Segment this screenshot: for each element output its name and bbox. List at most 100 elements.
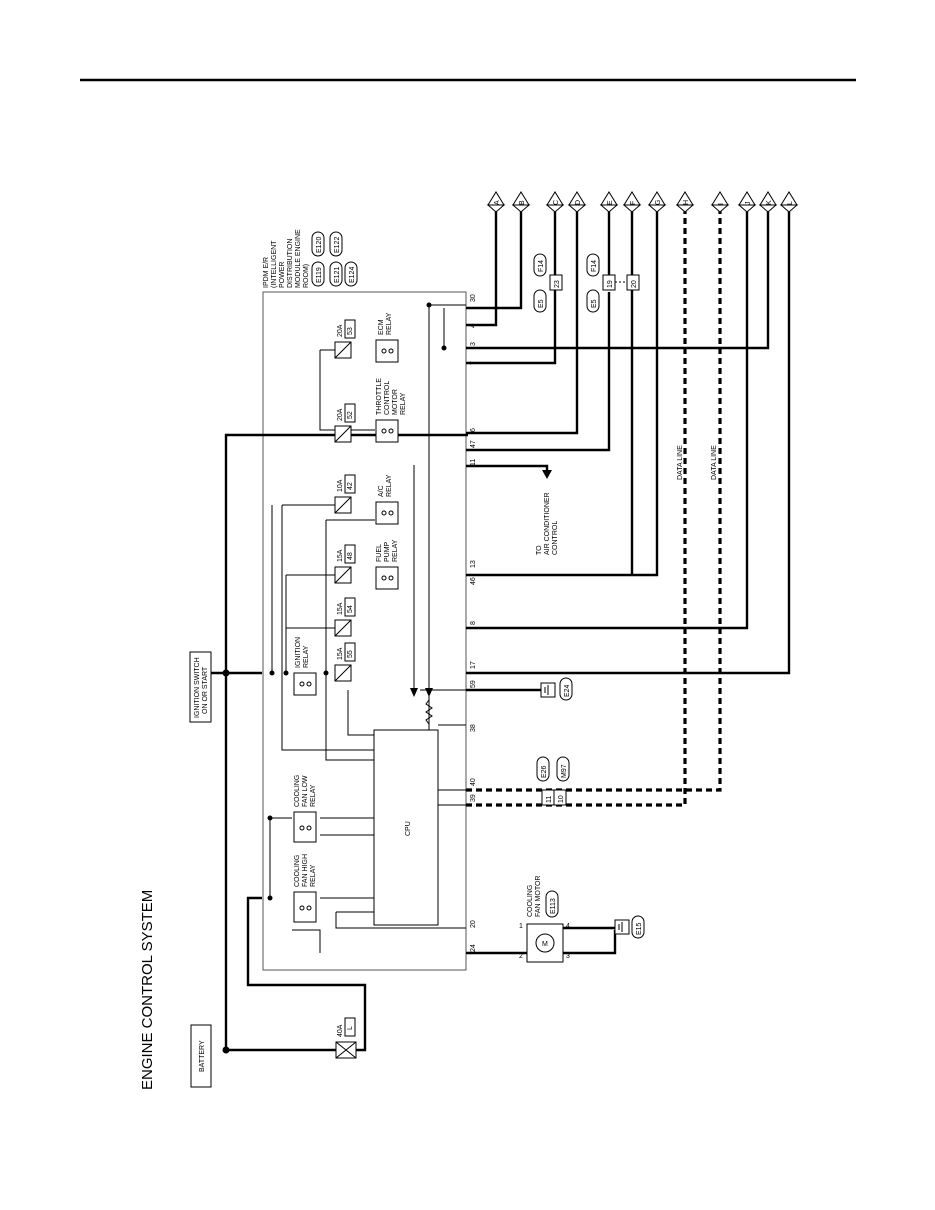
- connector-j: J: [737, 191, 757, 213]
- resistor-symbol: [425, 699, 433, 730]
- svg-text:CONTROL: CONTROL: [552, 521, 559, 555]
- svg-text:13: 13: [470, 560, 477, 568]
- svg-text:RELAY: RELAY: [400, 392, 407, 415]
- svg-text:48: 48: [347, 552, 354, 560]
- svg-text:MOTOR: MOTOR: [392, 389, 399, 415]
- connector-g: G: [647, 191, 667, 213]
- svg-text:59: 59: [470, 680, 477, 688]
- svg-text:COOLING: COOLING: [294, 775, 301, 807]
- svg-text:RELAY: RELAY: [386, 312, 393, 335]
- svg-text:40: 40: [470, 778, 477, 786]
- fuse-55: 15A 55: [334, 642, 356, 682]
- junction-e26-m97: 11 10 E26 M97: [536, 756, 570, 806]
- to-ac-control-label: TO AIR CONDITIONER CONTROL: [536, 492, 559, 555]
- svg-text:E26: E26: [541, 765, 548, 778]
- ac-relay: A/C RELAY: [375, 474, 399, 525]
- throttle-control-motor-relay: THROTTLE CONTROL MOTOR RELAY: [375, 378, 407, 443]
- fuse-48: 15A 48: [334, 544, 356, 584]
- fuse-l-40a: 40A L: [335, 1017, 357, 1059]
- svg-text:THROTTLE: THROTTLE: [376, 378, 383, 415]
- svg-text:FAN HIGH: FAN HIGH: [302, 854, 309, 887]
- ipdm-label: IPDM E/R (INTELLIGENT POWER DISTRIBUTION…: [263, 229, 310, 288]
- svg-text:DISTRIBUTION: DISTRIBUTION: [287, 239, 294, 288]
- svg-text:4: 4: [566, 923, 570, 930]
- svg-text:52: 52: [347, 411, 354, 419]
- svg-text:23: 23: [554, 280, 561, 288]
- svg-text:ON OR START: ON OR START: [202, 666, 209, 714]
- cooling-fan-high-relay: COOLING FAN HIGH RELAY: [293, 854, 317, 923]
- svg-text:3: 3: [566, 953, 570, 960]
- svg-text:10: 10: [558, 795, 565, 803]
- svg-text:L: L: [787, 201, 794, 205]
- battery: BATTERY: [190, 1024, 212, 1088]
- svg-text:20A: 20A: [337, 324, 344, 337]
- svg-text:I: I: [718, 203, 725, 205]
- svg-text:CPU: CPU: [405, 821, 412, 836]
- svg-text:E124: E124: [349, 267, 356, 283]
- svg-text:M97: M97: [561, 764, 568, 778]
- svg-text:30: 30: [470, 294, 477, 302]
- svg-text:IGNITION SWITCH: IGNITION SWITCH: [194, 657, 201, 718]
- ipdm-module: [262, 291, 467, 971]
- connector-a: A: [486, 191, 506, 213]
- connector-l: L: [779, 191, 799, 213]
- svg-text:7: 7: [470, 361, 477, 365]
- svg-text:B: B: [519, 200, 526, 205]
- main-power-wiring: [211, 210, 791, 1052]
- svg-text:A: A: [494, 200, 501, 205]
- svg-text:39: 39: [470, 794, 477, 802]
- svg-text:11: 11: [470, 459, 477, 466]
- svg-text:E: E: [607, 200, 614, 205]
- ipdm-connector-ovals: E119 E120 E121 E122 E124: [311, 231, 358, 287]
- ignition-relay: IGNITION RELAY: [293, 637, 317, 696]
- svg-text:38: 38: [470, 724, 477, 732]
- svg-text:E5: E5: [538, 299, 545, 308]
- svg-text:(INTELLIGENT: (INTELLIGENT: [271, 240, 278, 288]
- internal-wiring: [269, 304, 466, 953]
- connector-f: F: [622, 191, 642, 213]
- svg-text:C: C: [553, 200, 560, 205]
- svg-text:POWER: POWER: [279, 262, 286, 288]
- page-title: ENGINE CONTROL SYSTEM: [139, 890, 156, 1090]
- svg-text:15A: 15A: [337, 647, 344, 660]
- svg-text:6: 6: [470, 428, 477, 432]
- svg-text:FAN MOTOR: FAN MOTOR: [535, 876, 542, 917]
- arrow-to-ac: [542, 470, 552, 479]
- svg-text:A/C: A/C: [378, 485, 385, 497]
- fuel-pump-relay: FUEL PUMP RELAY: [375, 539, 399, 590]
- fuse-42: 10A 42: [334, 474, 356, 514]
- svg-text:54: 54: [347, 605, 354, 613]
- svg-text:3: 3: [470, 342, 477, 346]
- svg-text:FUEL: FUEL: [376, 544, 383, 562]
- svg-text:F: F: [630, 201, 637, 205]
- svg-text:FAN LOW: FAN LOW: [302, 775, 309, 807]
- svg-text:42: 42: [347, 482, 354, 490]
- svg-text:J: J: [745, 202, 752, 206]
- fuse-53: 20A 53: [334, 319, 356, 359]
- svg-text:BATTERY: BATTERY: [199, 1040, 206, 1072]
- svg-text:47: 47: [470, 440, 477, 448]
- ground-e24: E24: [540, 677, 573, 701]
- svg-text:TO: TO: [536, 545, 543, 555]
- svg-text:E5: E5: [591, 299, 598, 308]
- svg-text:RELAY: RELAY: [392, 539, 399, 562]
- svg-text:24: 24: [470, 944, 477, 952]
- svg-text:IPDM E/R: IPDM E/R: [263, 257, 270, 288]
- fuse-52: 20A 52: [334, 403, 356, 443]
- cpu-block: CPU: [373, 729, 439, 926]
- svg-text:E119: E119: [316, 267, 323, 283]
- svg-text:DATA LINE: DATA LINE: [711, 445, 718, 480]
- svg-text:F14: F14: [538, 260, 545, 272]
- svg-text:K: K: [766, 200, 773, 205]
- svg-text:RELAY: RELAY: [310, 784, 317, 807]
- svg-text:ROOM): ROOM): [303, 264, 310, 288]
- svg-text:F14: F14: [591, 260, 598, 272]
- svg-text:AIR CONDITIONER: AIR CONDITIONER: [544, 492, 551, 555]
- svg-text:M: M: [542, 941, 548, 948]
- svg-text:PUMP: PUMP: [384, 541, 391, 562]
- svg-text:E120: E120: [316, 237, 323, 253]
- svg-text:46: 46: [470, 577, 477, 585]
- svg-text:40A: 40A: [337, 1024, 344, 1037]
- connector-k: K: [758, 191, 778, 213]
- splice-points: [222, 302, 447, 1054]
